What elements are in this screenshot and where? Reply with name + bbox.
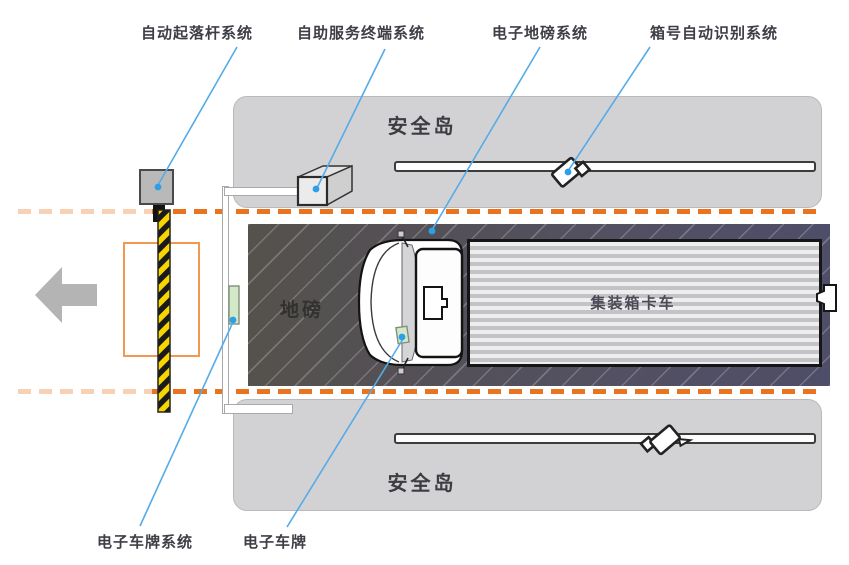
container-trailer [467,239,822,367]
label-eplate-system: 电子车牌系统 [96,533,194,551]
callout-lines [139,46,651,528]
label-weighbridge: 地磅 [279,299,325,321]
label-container-truck: 集装箱卡车 [590,294,676,312]
lane-dashed-line-top-faded [18,209,152,214]
lane-dashed-line-bottom-faded [18,389,152,394]
label-safety-island-bottom: 安全岛 [387,471,457,495]
truck-cab-icon [357,230,464,375]
label-weighbridge-system: 电子地磅系统 [491,24,589,42]
exit-arrow-icon [35,267,97,323]
lane-dashed-line-bottom [152,389,820,394]
license-plate-reader-icon [228,285,240,325]
barrier-gate-icon [139,169,174,413]
camera-rail-top [394,161,816,172]
camera-rail-bottom [394,433,816,444]
guardrail-bottom [224,404,293,414]
label-container-number-recognition-system: 箱号自动识别系统 [649,24,779,42]
trailer-connector-icon [816,284,837,312]
label-eplate: 电子车牌 [242,533,308,551]
label-self-service-terminal-system: 自助服务终端系统 [296,24,426,42]
label-barrier-system: 自动起落杆系统 [140,24,254,42]
label-safety-island-top: 安全岛 [387,114,457,138]
lane-dashed-line-top [152,209,820,214]
camera-icon-bottom-rail [639,424,694,456]
